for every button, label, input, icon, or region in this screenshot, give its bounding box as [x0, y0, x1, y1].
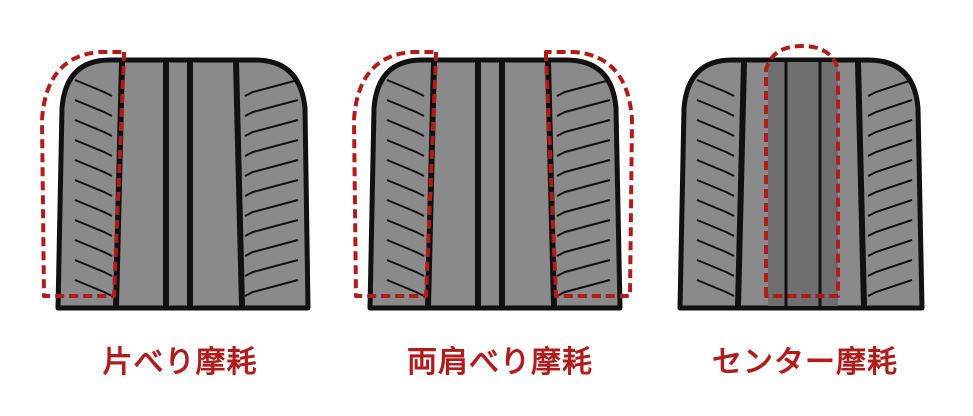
sipe-line — [244, 79, 299, 97]
sipe-line — [386, 199, 425, 217]
sipe-line — [696, 179, 735, 197]
sipe-line — [867, 279, 913, 297]
caption-center-wear: センター摩耗 — [712, 345, 898, 380]
sipe-line — [74, 119, 113, 137]
sipe-line — [556, 279, 611, 297]
sipe-line — [696, 279, 735, 297]
sipe-line — [556, 139, 611, 157]
sipe-line — [74, 219, 113, 237]
tread-sipes — [386, 79, 611, 297]
sipe-line — [867, 239, 913, 257]
tread-sipes — [74, 79, 299, 297]
wear-area-marker — [40, 50, 126, 298]
sipe-line — [867, 259, 913, 277]
sipe-line — [386, 219, 425, 237]
sipe-line — [556, 159, 611, 177]
sipe-line — [386, 179, 425, 197]
tire-both-shoulder-wear — [352, 50, 634, 311]
sipe-line — [74, 259, 113, 277]
tire-one-side-wear — [40, 50, 311, 311]
sipe-line — [244, 219, 299, 237]
worn-center-band — [768, 62, 838, 306]
sipe-line — [244, 259, 299, 277]
wear-area-marker-left — [352, 50, 438, 298]
sipe-line — [556, 119, 611, 137]
wear-area-marker-right — [544, 50, 634, 298]
sipe-line — [244, 199, 299, 217]
sipe-line — [244, 119, 299, 137]
sipe-line — [386, 99, 425, 117]
sipe-line — [386, 119, 425, 137]
sipe-line — [696, 159, 735, 177]
sipe-line — [867, 219, 913, 237]
tread-grooves — [735, 61, 867, 307]
sipe-line — [867, 139, 913, 157]
tire-body — [367, 57, 623, 311]
sipe-line — [74, 279, 113, 297]
sipe-line — [74, 239, 113, 257]
sipe-line — [867, 199, 913, 217]
sipe-line — [556, 79, 611, 97]
sipe-line — [867, 79, 913, 97]
sipe-line — [244, 279, 299, 297]
sipe-line — [556, 199, 611, 217]
sipe-line — [556, 99, 611, 117]
sipe-line — [696, 199, 735, 217]
sipe-line — [696, 79, 735, 97]
sipe-line — [696, 259, 735, 277]
sipe-line — [74, 139, 113, 157]
sipe-line — [556, 179, 611, 197]
sipe-line — [867, 99, 913, 117]
sipe-line — [386, 279, 425, 297]
tread-sipes — [696, 79, 913, 297]
sipe-line — [244, 99, 299, 117]
sipe-line — [867, 159, 913, 177]
sipe-line — [244, 139, 299, 157]
caption-both-shoulder-wear: 両肩べり摩耗 — [407, 345, 593, 380]
sipe-line — [556, 259, 611, 277]
wear-area-marker — [764, 44, 840, 298]
sipe-line — [74, 199, 113, 217]
sipe-line — [556, 239, 611, 257]
sipe-line — [386, 239, 425, 257]
sipe-line — [386, 139, 425, 157]
sipe-line — [74, 79, 113, 97]
sipe-line — [386, 79, 425, 97]
sipe-line — [244, 239, 299, 257]
tire-center-wear — [677, 44, 925, 311]
sipe-line — [696, 99, 735, 117]
sipe-line — [696, 239, 735, 257]
sipe-line — [74, 179, 113, 197]
tire-body — [55, 57, 311, 311]
sipe-line — [386, 259, 425, 277]
sipe-line — [386, 159, 425, 177]
sipe-line — [867, 119, 913, 137]
sipe-line — [244, 159, 299, 177]
sipe-line — [696, 139, 735, 157]
sipe-line — [696, 119, 735, 137]
caption-one-side-wear: 片べり摩耗 — [102, 345, 258, 380]
sipe-line — [74, 99, 113, 117]
sipe-line — [696, 219, 735, 237]
sipe-line — [244, 179, 299, 197]
sipe-line — [867, 179, 913, 197]
sipe-line — [556, 219, 611, 237]
sipe-line — [74, 159, 113, 177]
